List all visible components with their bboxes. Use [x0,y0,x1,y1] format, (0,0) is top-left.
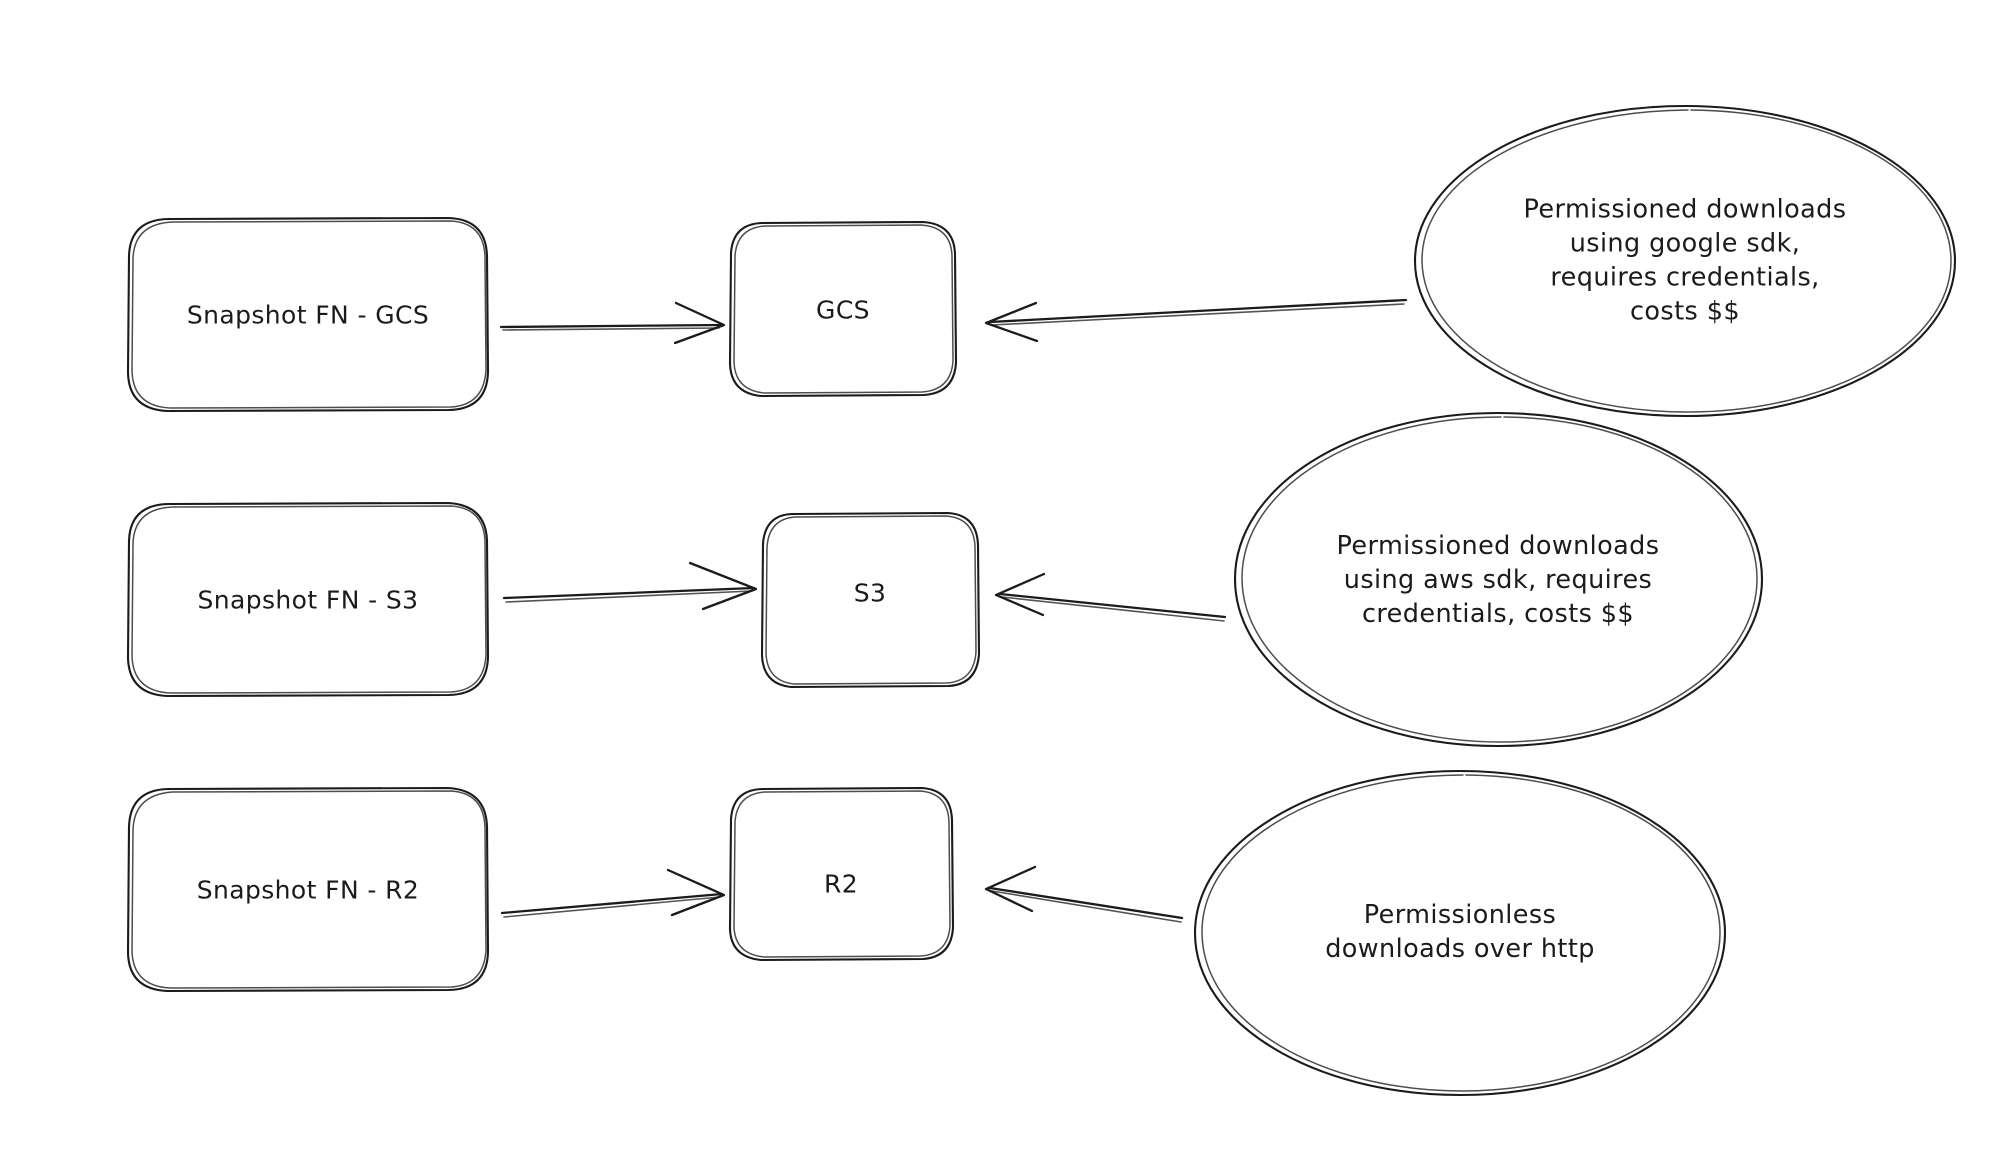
ellipse-note-s3-shape[interactable] [1233,411,1764,748]
arrow-snapshot-s3-to-s3 [502,561,758,611]
node-gcs-shape[interactable] [728,220,958,398]
node-s3-shape[interactable] [760,511,981,689]
arrow-snapshot-r2-to-r2 [500,868,726,918]
ellipse-note-gcs-shape[interactable] [1413,104,1957,418]
arrow-note-r2-to-r2 [984,865,1184,923]
node-snapshot-fn-gcs-shape[interactable] [126,216,490,413]
arrow-note-s3-to-s3 [994,572,1227,622]
arrow-snapshot-gcs-to-gcs [499,301,726,345]
node-r2-shape[interactable] [728,786,955,962]
arrow-note-gcs-to-gcs [984,298,1408,343]
ellipse-note-r2-shape[interactable] [1193,769,1727,1097]
node-snapshot-fn-r2-shape[interactable] [126,786,490,993]
node-snapshot-fn-s3-shape[interactable] [126,501,490,698]
